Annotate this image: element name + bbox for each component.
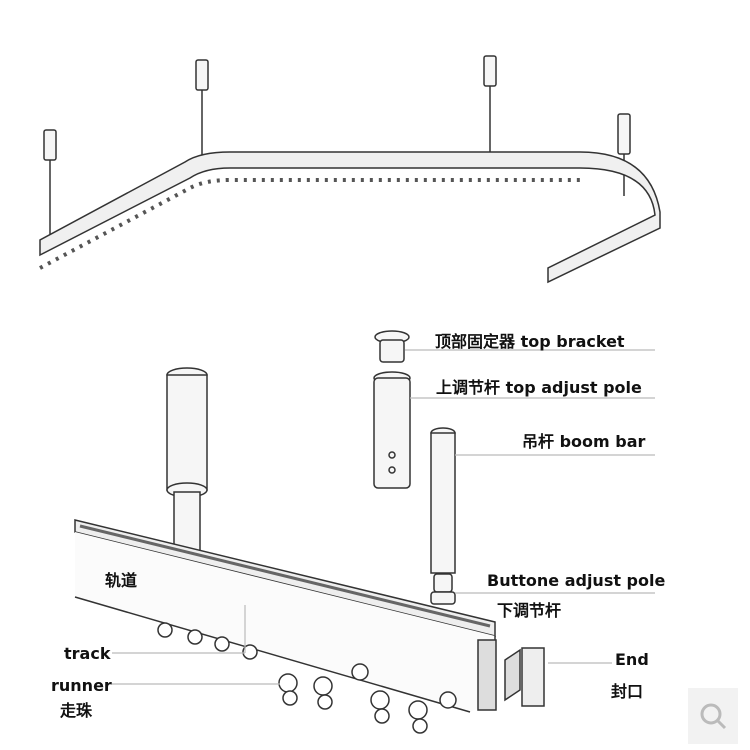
label-boom-bar: 吊杆 boom bar — [522, 432, 646, 451]
label-track-cn: 轨道 — [105, 571, 138, 590]
magnifier-icon — [700, 703, 727, 730]
overview-track — [39, 151, 661, 284]
label-runner: runner — [51, 676, 112, 695]
label-end-cn: 封口 — [611, 682, 644, 701]
overview-poles — [43, 55, 631, 238]
label-bottom-adjust-pole-cn: 下调节杆 — [497, 601, 562, 620]
label-end: End — [615, 650, 649, 669]
label-top-bracket: 顶部固定器 top bracket — [435, 332, 625, 351]
end-cap-drawing — [504, 647, 545, 707]
label-top-adjust-pole: 上调节杆 top adjust pole — [436, 378, 642, 397]
label-bottom-adjust-pole: Buttone adjust pole — [487, 571, 666, 590]
zoom-button[interactable] — [688, 688, 738, 744]
assembled-pole — [166, 367, 208, 558]
leader-lines — [112, 349, 655, 685]
label-track: track — [64, 644, 111, 663]
track-drawing — [74, 519, 497, 713]
label-runner-cn: 走珠 — [60, 701, 93, 720]
runners — [157, 622, 457, 734]
exploded-parts — [373, 330, 456, 605]
